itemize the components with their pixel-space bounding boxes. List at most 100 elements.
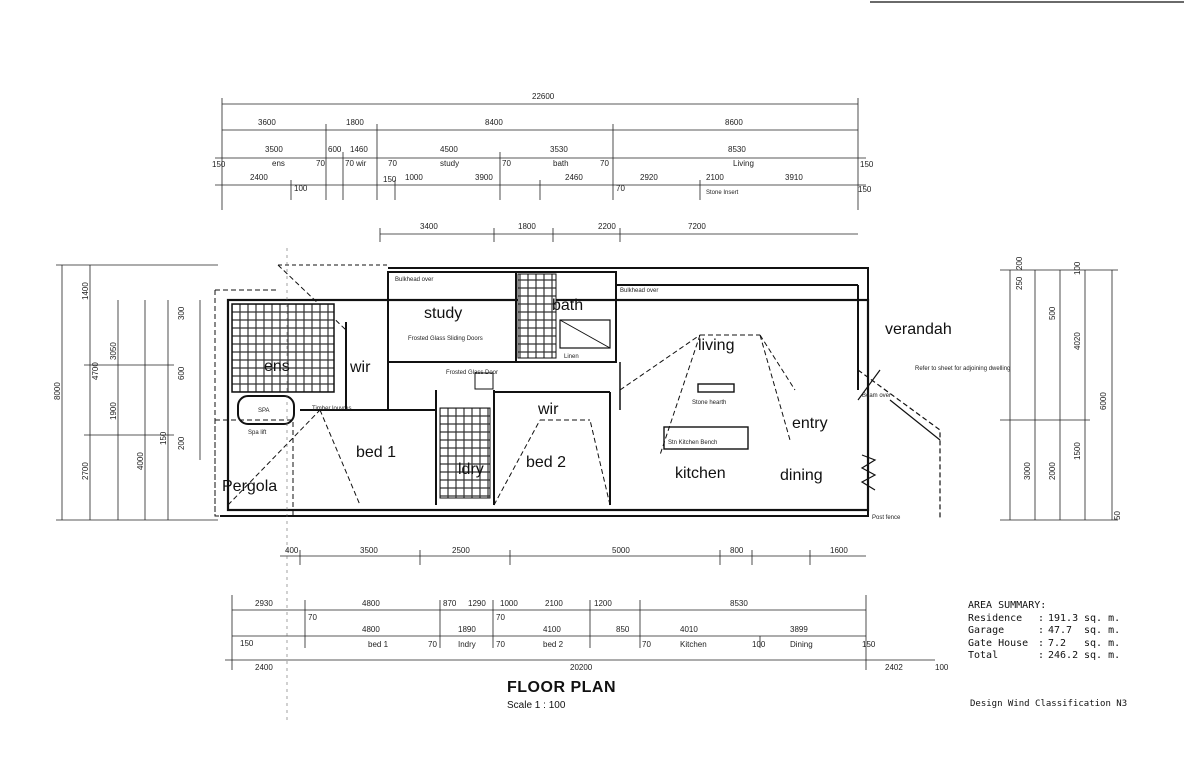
dim-r3-3: 1000	[405, 173, 423, 182]
dim-b2-4: 1000	[500, 599, 518, 608]
dim-b4-2: 2402	[885, 663, 903, 672]
dim-l-5: 2700	[81, 462, 90, 480]
area-label: Gate House	[968, 637, 1029, 649]
area-unit: sq. m.	[1084, 625, 1121, 636]
bottom-dimensions	[225, 550, 935, 670]
dim-b3-7: 3899	[790, 625, 808, 634]
dim-lbl-ens: ens	[272, 159, 285, 168]
dim-b3-l10: 150	[862, 640, 876, 649]
room-verandah: verandah	[885, 321, 952, 338]
dim-r-5: 250	[1015, 276, 1024, 290]
dim-lbl-study: study	[440, 159, 459, 168]
room-spa: SPA	[258, 408, 270, 414]
dim-b4-1: 20200	[570, 663, 593, 672]
area-unit: sq. m.	[1084, 637, 1121, 649]
area-label: Total	[968, 650, 999, 661]
dim-b2-3: 1290	[468, 599, 486, 608]
dim-r-7: 50	[1113, 511, 1122, 520]
dim-lbl-bath: bath	[553, 159, 569, 168]
dim-b2-7: 8530	[730, 599, 748, 608]
dim-b3-l4: 70	[496, 640, 505, 649]
dim-b1-1: 3500	[360, 546, 378, 555]
dim-b3-l5: bed 2	[543, 640, 564, 649]
dim-b3-4: 4100	[543, 625, 561, 634]
plan-notes: Bulkhead over Bulkhead over Frosted Glas…	[248, 277, 1010, 521]
dim-l-4: 1900	[109, 402, 118, 420]
dim-lbl-living: Living	[733, 159, 754, 168]
dim-r-4: 1500	[1073, 442, 1082, 460]
note-sliding: Frosted Glass Sliding Doors	[408, 336, 483, 342]
dim-r3-0: 2400	[250, 173, 268, 182]
dim-b3-l9: Dining	[790, 640, 813, 649]
dim-r-6: 500	[1048, 306, 1057, 320]
dim-r2-3: 1460	[350, 145, 368, 154]
room-kitchen: kitchen	[675, 465, 726, 482]
dim-r2-2: 600	[328, 145, 342, 154]
note-kitchen-bench: Stn Kitchen Bench	[668, 440, 717, 446]
dim-l-0: 8000	[53, 382, 62, 400]
area-value: 47.7	[1048, 625, 1073, 636]
dim-l-7: 150	[159, 431, 168, 445]
note-hearth: Stone hearth	[692, 400, 726, 406]
dim-lbl-70a: 70	[316, 159, 325, 168]
area-summary-heading: AREA SUMMARY:	[968, 600, 1047, 611]
area-unit: sq. m.	[1084, 612, 1121, 624]
dim-l-6: 4000	[136, 452, 145, 470]
note-linen: Linen	[564, 354, 579, 360]
dim-r3-8: 2100	[706, 173, 724, 182]
dim-b2-1: 4800	[362, 599, 380, 608]
dim-r3-2: 150	[383, 175, 397, 184]
note-timber-louvres: Timber louvres	[312, 406, 351, 412]
dim-r2-1: 3500	[265, 145, 283, 154]
dim-l-9: 600	[177, 366, 186, 380]
dim-stone-insert: Stone Insert	[706, 190, 739, 196]
wind-classification: Design Wind Classification N3	[970, 699, 1128, 709]
room-bed1: bed 1	[356, 444, 396, 461]
dim-b3-0: 70	[308, 613, 317, 622]
dim-b1-3: 5000	[612, 546, 630, 555]
dim-r4-2: 2200	[598, 222, 616, 231]
dim-b3-2: 1890	[458, 625, 476, 634]
room-bed2: bed 2	[526, 454, 566, 471]
plan-title: FLOOR PLAN	[507, 679, 616, 696]
dim-r3-7: 2920	[640, 173, 658, 182]
note-frosted-door: Frosted Glass Door	[446, 370, 498, 376]
dim-b2-5: 2100	[545, 599, 563, 608]
dim-b4-0: 2400	[255, 663, 273, 672]
dim-t4: 8600	[725, 118, 743, 127]
area-sep: :	[1038, 650, 1045, 661]
dim-b1-4: 800	[730, 546, 744, 555]
area-row-garage: Garage : 47.7 sq. m.	[968, 625, 1124, 638]
dim-b1-5: 1600	[830, 546, 848, 555]
dim-r-1: 4020	[1073, 332, 1082, 350]
dim-r3-6: 70	[616, 184, 625, 193]
dim-lbl-70d: 70	[600, 159, 609, 168]
dim-l-3: 3050	[109, 342, 118, 360]
dim-b2-6: 1200	[594, 599, 612, 608]
note-beam: Beam over	[862, 393, 891, 399]
area-value: 7.2	[1048, 637, 1067, 649]
dim-b3-3: 70	[496, 613, 505, 622]
dim-r-9: 100	[1073, 261, 1082, 275]
dim-lbl-wir: 70 wir	[345, 159, 367, 168]
dim-r3-5: 2460	[565, 173, 583, 182]
dim-l-2: 4700	[91, 362, 100, 380]
note-refer: Refer to sheet for adjoining dwelling	[915, 366, 1010, 372]
dim-b4-3: 100	[935, 663, 949, 672]
area-sep: :	[1038, 637, 1045, 649]
dim-r2-4: 4500	[440, 145, 458, 154]
dim-r4-0: 3400	[420, 222, 438, 231]
area-row-residence: Residence : 191.3 sq. m.	[968, 613, 1124, 626]
dim-l-10: 200	[177, 436, 186, 450]
room-entry: entry	[792, 415, 828, 432]
dim-r2-6: 8530	[728, 145, 746, 154]
dim-r4-3: 7200	[688, 222, 706, 231]
area-value: 191.3	[1048, 612, 1079, 624]
right-dimensions	[1000, 269, 1118, 521]
dim-lbl-70c: 70	[502, 159, 511, 168]
dim-b3-l6: 70	[642, 640, 651, 649]
tiled-areas	[231, 273, 611, 499]
dim-b3-l0: 150	[240, 639, 254, 648]
room-study: study	[424, 305, 462, 322]
